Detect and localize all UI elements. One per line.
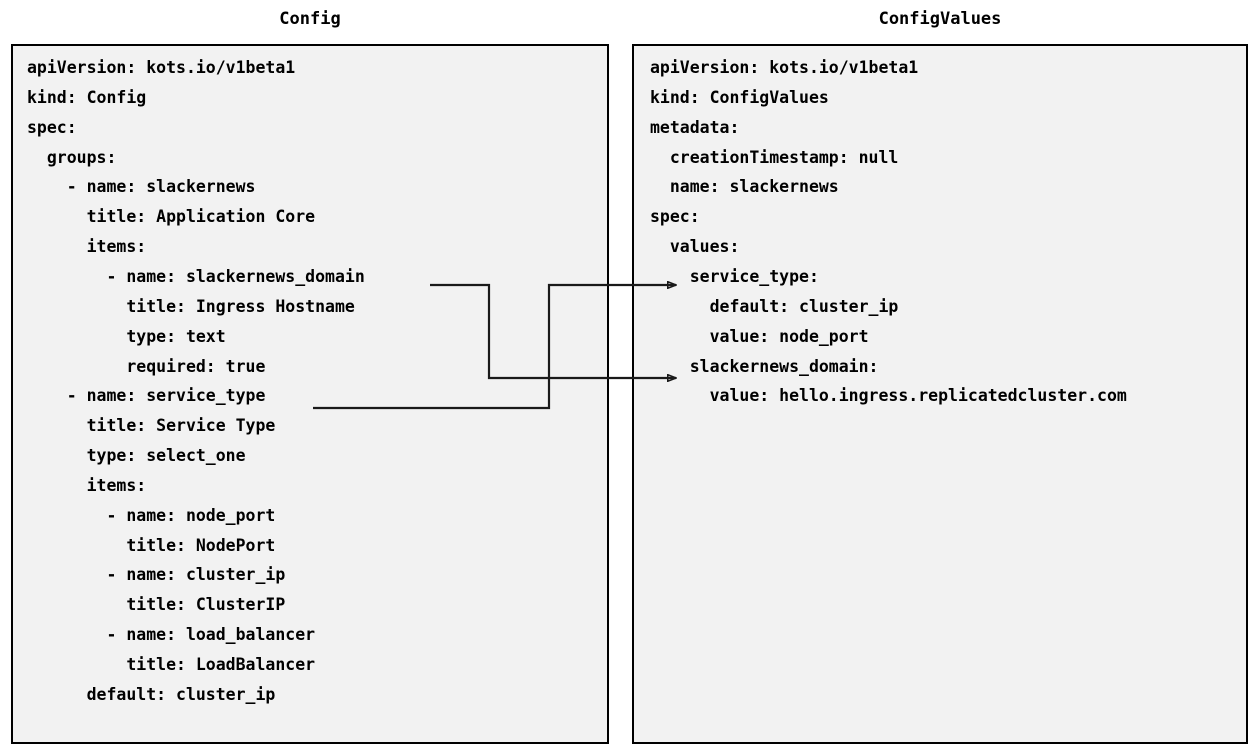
config-yaml-line: title: LoadBalancer (27, 655, 316, 674)
config-values-yaml-line: value: hello.ingress.replicatedcluster.c… (650, 386, 1127, 406)
config-yaml-line: type: text (27, 326, 226, 346)
config-yaml-panel: apiVersion: kots.io/v1beta1 kind: Config s… (11, 44, 609, 744)
config-yaml-content: apiVersion: kots.io/v1beta1 kind: Config s… (13, 46, 607, 742)
config-yaml-line: - name: cluster_ip (27, 565, 286, 585)
config-values-yaml-line: spec: (650, 207, 700, 227)
config-yaml-line: spec: (27, 117, 77, 137)
config-yaml-line: - name: slackernews (27, 177, 256, 197)
config-yaml-line: - name: service_type (27, 386, 266, 406)
config-values-yaml-panel: apiVersion: kots.io/v1beta1 kind: ConfigV… (632, 44, 1248, 744)
config-values-yaml-line: kind: ConfigValues (650, 87, 829, 107)
config-values-yaml-line: values: (650, 237, 740, 257)
config-values-yaml-line: name: slackernews (650, 177, 839, 197)
config-yaml-line: apiVersion: kots.io/v1beta1 (27, 58, 296, 77)
config-yaml-line: items: (27, 237, 147, 257)
config-values-yaml-line: apiVersion: kots.io/v1beta1 (650, 58, 919, 77)
config-yaml-line: title: NodePort (27, 535, 276, 555)
config-yaml-line: - name: load_balancer (27, 625, 316, 645)
config-yaml-line: - name: node_port (27, 505, 276, 525)
config-values-yaml-line: service_type: (650, 266, 819, 286)
config-yaml-line: default: cluster_ip (27, 684, 276, 704)
config-yaml-line: items: (27, 475, 147, 495)
config-yaml-line: title: Application Core (27, 207, 316, 227)
config-yaml-line: kind: Config (27, 87, 147, 107)
config-yaml-line: - name: slackernews_domain (27, 266, 365, 286)
config-values-yaml-line: value: node_port (650, 326, 869, 346)
config-values-yaml-line: metadata: (650, 117, 740, 137)
config-yaml-line: title: ClusterIP (27, 595, 286, 615)
config-values-yaml-content: apiVersion: kots.io/v1beta1 kind: ConfigV… (634, 46, 1246, 742)
config-yaml-line: groups: (27, 147, 117, 167)
config-values-yaml-line: default: cluster_ip (650, 296, 899, 316)
config-values-yaml-line: slackernews_domain: (650, 356, 879, 376)
config-panel-title: Config (279, 9, 341, 29)
config-yaml-line: type: select_one (27, 446, 246, 466)
config-values-panel-title: ConfigValues (878, 9, 1002, 29)
config-yaml-line: required: true (27, 356, 266, 376)
config-yaml-line: title: Ingress Hostname (27, 296, 355, 316)
config-yaml-line: title: Service Type (27, 416, 276, 436)
config-values-yaml-line: creationTimestamp: null (650, 147, 899, 167)
